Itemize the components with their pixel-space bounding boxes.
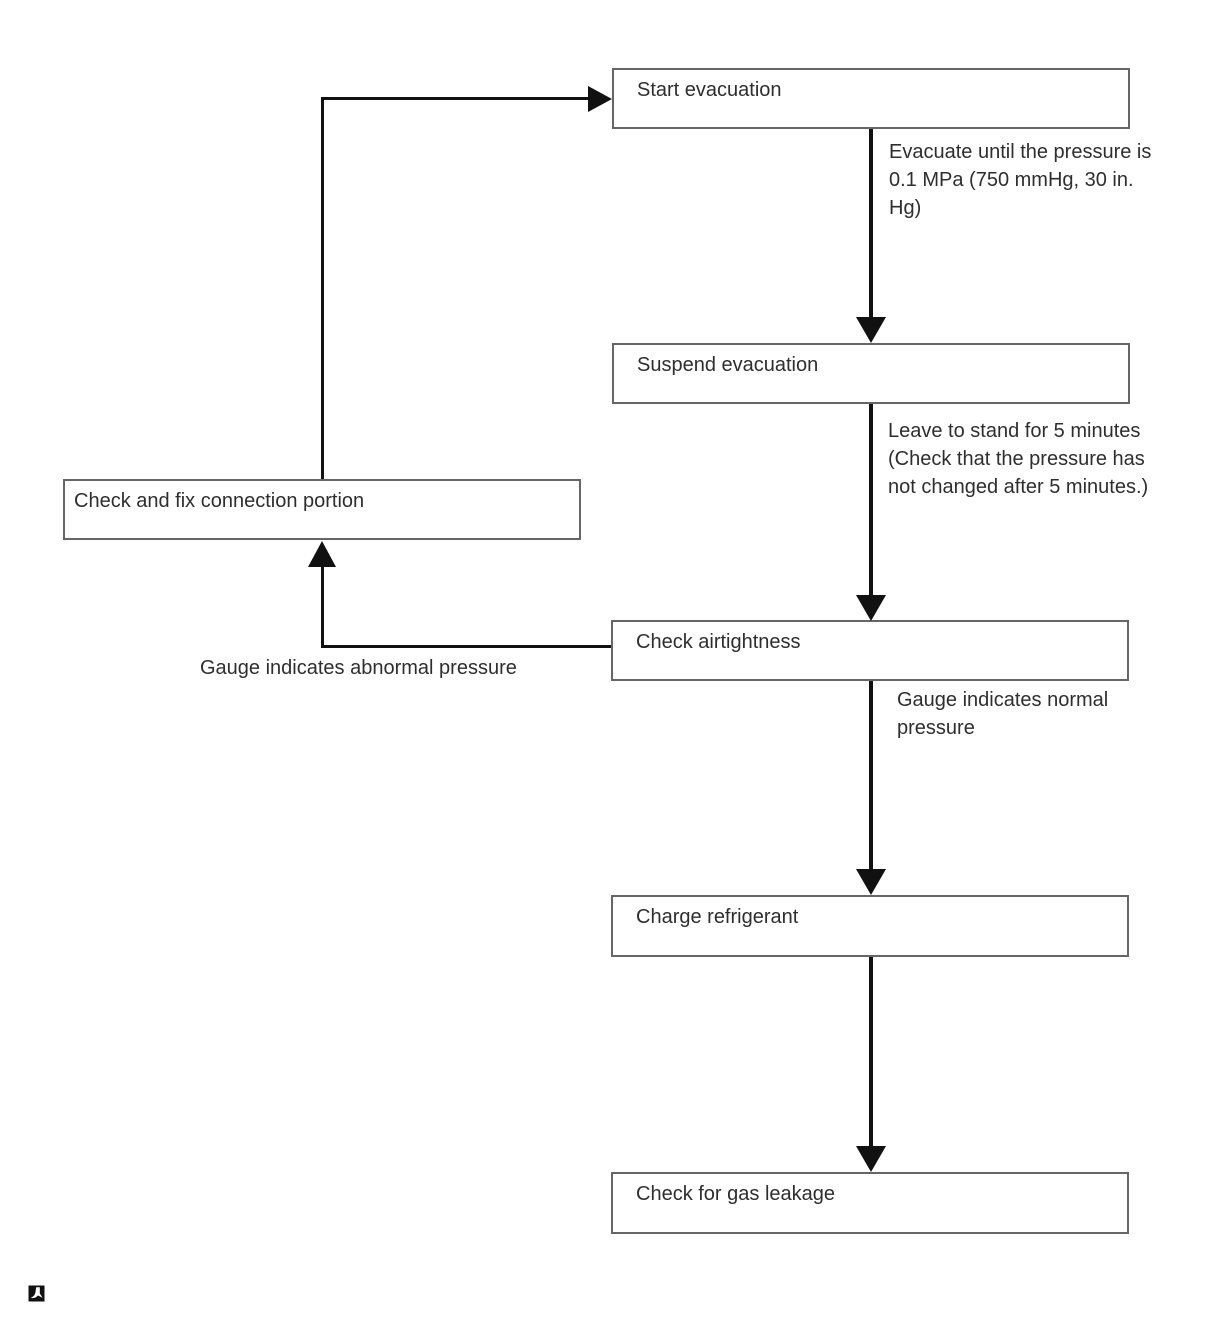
edge-label-line: 0.1 MPa (750 mmHg, 30 in. — [889, 169, 1134, 191]
edge-airtightness-to-checkfix-vline — [321, 566, 324, 648]
edge-airtightness-to-checkfix-arrowhead — [308, 541, 336, 567]
edge-charge-to-leakage-line — [869, 957, 873, 1146]
edge-charge-to-leakage-arrowhead — [856, 1146, 886, 1172]
image-placeholder-icon — [28, 1285, 45, 1302]
edge-suspend-to-airtightness-line — [869, 404, 873, 595]
edge-label-line: Hg) — [889, 197, 922, 219]
node-suspend-evacuation: Suspend evacuation — [612, 343, 1130, 404]
node-check-for-gas-leakage: Check for gas leakage — [611, 1172, 1129, 1234]
node-label: Charge refrigerant — [636, 906, 799, 928]
edge-label-line: Gauge indicates normal — [897, 689, 1109, 711]
edge-checkfix-to-start-arrowhead — [588, 86, 612, 112]
edge-label-line: not changed after 5 minutes.) — [888, 476, 1149, 498]
edge-label-normal-pressure: Gauge indicates normal pressure — [897, 686, 1108, 742]
node-start-evacuation: Start evacuation — [612, 68, 1130, 129]
edge-label-line: Gauge indicates abnormal pressure — [200, 657, 517, 679]
node-label: Start evacuation — [637, 79, 782, 101]
edge-label-line: pressure — [897, 717, 975, 739]
node-charge-refrigerant: Charge refrigerant — [611, 895, 1129, 957]
node-label: Suspend evacuation — [637, 354, 819, 376]
edge-label-line: (Check that the pressure has — [888, 448, 1145, 470]
edge-start-to-suspend-arrowhead — [856, 317, 886, 343]
node-label: Check airtightness — [636, 631, 801, 653]
edge-airtightness-to-checkfix-hline — [321, 645, 611, 648]
node-check-airtightness: Check airtightness — [611, 620, 1129, 681]
edge-start-to-suspend-line — [869, 129, 873, 317]
edge-checkfix-to-start-vline — [321, 97, 324, 479]
edge-label-abnormal-pressure: Gauge indicates abnormal pressure — [200, 654, 517, 682]
node-label: Check for gas leakage — [636, 1183, 836, 1205]
edge-checkfix-to-start-hline — [321, 97, 588, 100]
edge-label-line: Leave to stand for 5 minutes — [888, 420, 1141, 442]
edge-label-evacuate-condition: Evacuate until the pressure is 0.1 MPa (… — [889, 138, 1151, 222]
edge-label-stand-condition: Leave to stand for 5 minutes (Check that… — [888, 417, 1148, 501]
edge-airtightness-to-charge-line — [869, 681, 873, 869]
node-label: Check and fix connection portion — [74, 490, 365, 512]
edge-airtightness-to-charge-arrowhead — [856, 869, 886, 895]
edge-label-line: Evacuate until the pressure is — [889, 141, 1152, 163]
edge-suspend-to-airtightness-arrowhead — [856, 595, 886, 621]
node-check-and-fix-connection-portion: Check and fix connection portion — [63, 479, 581, 540]
